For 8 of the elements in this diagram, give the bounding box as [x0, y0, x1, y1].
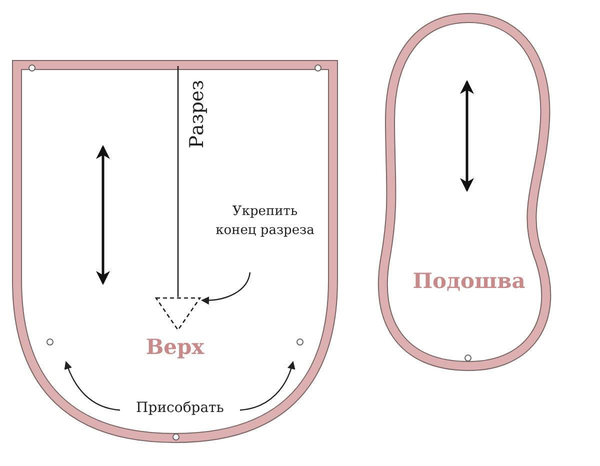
instruction-text: Присобрать	[120, 398, 240, 420]
piece-label: Верх	[144, 334, 206, 359]
arrow	[201, 272, 251, 304]
cut-label: Разрез	[186, 80, 208, 148]
instruction-text: Укрепить конец разреза	[215, 203, 315, 271]
arrow	[64, 361, 120, 411]
arrow	[240, 361, 295, 411]
piece-label: Подошва	[412, 268, 526, 293]
